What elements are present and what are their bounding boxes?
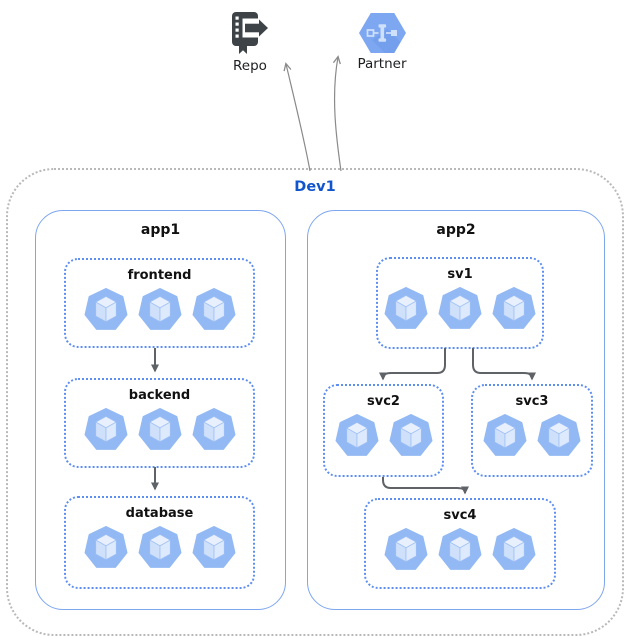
group-label-svc4: svc4: [443, 508, 477, 523]
pod-icon: [84, 526, 127, 568]
pod-icon: [138, 408, 181, 450]
group-label-svc3: svc3: [515, 394, 549, 409]
pod-icon: [335, 414, 378, 456]
group-label-svc2: svc2: [367, 394, 400, 409]
group-frontend: frontend: [64, 258, 255, 348]
partner-hexagon-icon: [358, 13, 406, 53]
group-database: database: [64, 496, 255, 589]
pod-icon: [537, 414, 581, 456]
pod-icon: [438, 528, 482, 570]
pod-icon: [138, 526, 181, 568]
external-node-repo: Repo: [227, 11, 273, 74]
group-sv1: sv1: [376, 257, 544, 349]
pod-icon: [389, 414, 432, 456]
node-app1: app1 frontend backend: [35, 210, 286, 610]
pod-row: [335, 414, 433, 458]
group-svc4: svc4: [364, 498, 556, 589]
group-label-database: database: [125, 506, 194, 521]
pod-icon: [192, 526, 235, 568]
pod-icon: [438, 287, 482, 329]
pod-icon: [192, 408, 235, 450]
external-node-partner: Partner: [352, 13, 412, 72]
group-label-sv1: sv1: [447, 267, 473, 282]
pod-row: [384, 528, 536, 572]
pod-icon: [492, 287, 536, 329]
pod-icon: [483, 414, 527, 456]
group-svc3: svc3: [471, 384, 593, 477]
group-backend: backend: [64, 378, 255, 468]
env-label: Dev1: [294, 179, 336, 195]
pod-row: [84, 526, 236, 570]
node-app2: app2 sv1 svc2: [307, 210, 605, 610]
node-label-partner: Partner: [357, 56, 407, 72]
pod-icon: [138, 288, 181, 330]
pod-icon: [492, 528, 536, 570]
pod-icon: [384, 528, 428, 570]
pod-row: [84, 288, 236, 332]
app2-label: app2: [436, 222, 476, 238]
group-label-frontend: frontend: [127, 268, 192, 283]
pod-row: [384, 287, 536, 331]
pod-icon: [384, 287, 428, 329]
pod-icon: [84, 288, 127, 330]
app1-label: app1: [140, 222, 181, 238]
pod-row: [84, 408, 236, 452]
pod-icon: [84, 408, 127, 450]
source-repository-icon: [232, 12, 270, 54]
group-label-backend: backend: [128, 388, 191, 403]
pod-row: [483, 414, 581, 458]
group-svc2: svc2: [323, 384, 444, 477]
node-label-repo: Repo: [233, 58, 267, 74]
pod-icon: [192, 288, 235, 330]
